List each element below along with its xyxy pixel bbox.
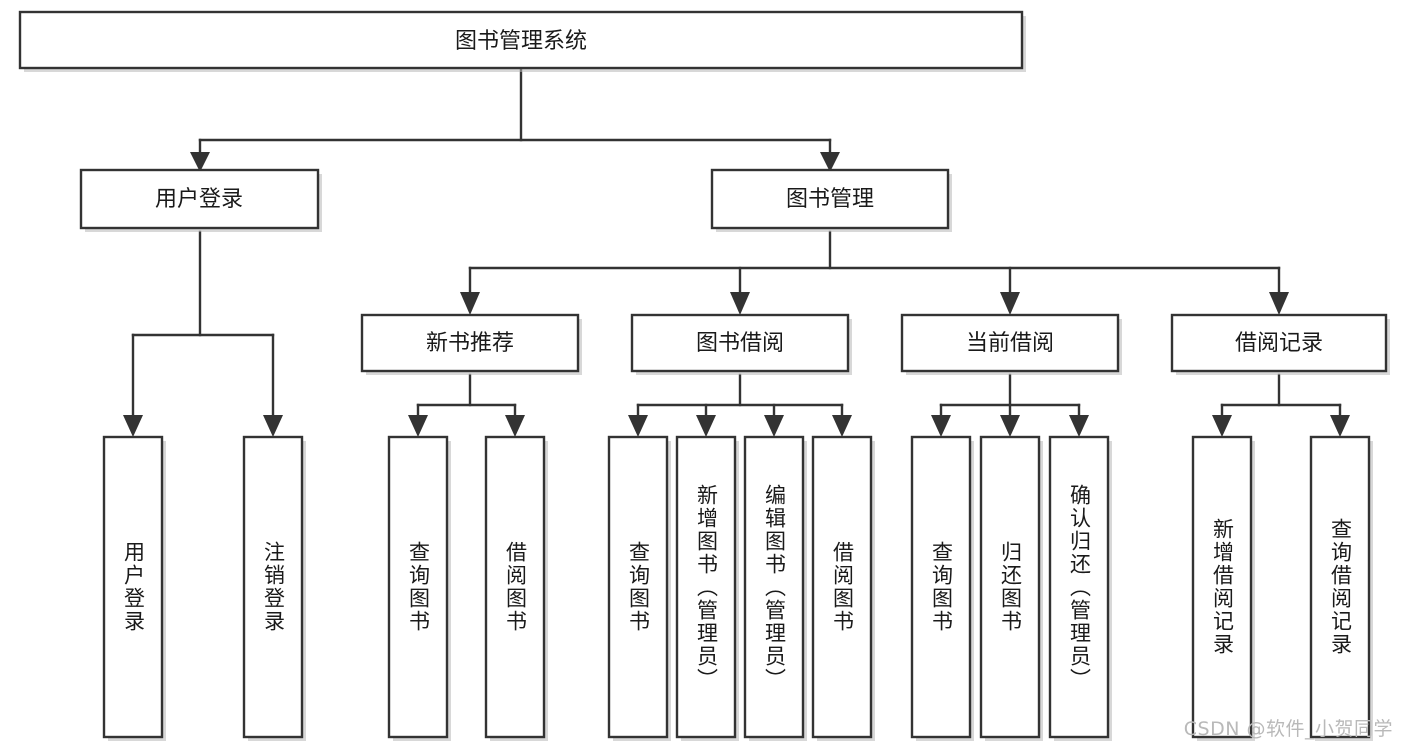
leaf-box-logout-login[interactable] xyxy=(242,435,304,739)
node-user-login-label: 用户登录 xyxy=(155,187,243,212)
connector-root-to-level2 xyxy=(190,66,840,172)
leaf-box-query-book-3[interactable] xyxy=(910,435,972,739)
node-borrow-record[interactable]: 借阅记录 xyxy=(1170,313,1390,375)
node-borrow-record-label: 借阅记录 xyxy=(1235,331,1323,356)
connector-bookborrow-to-leaves xyxy=(628,373,852,437)
connector-currentborrow-to-leaves xyxy=(931,373,1089,437)
node-book-borrow-label: 图书借阅 xyxy=(696,331,784,356)
leaf-box-return-book[interactable] xyxy=(979,435,1041,739)
leaf-box-add-record[interactable] xyxy=(1191,435,1253,739)
node-new-book-recommend[interactable]: 新书推荐 xyxy=(360,313,582,375)
connector-userlogin-to-leaves xyxy=(123,230,283,437)
leaf-box-edit-book[interactable] xyxy=(743,435,805,739)
node-book-manage-label: 图书管理 xyxy=(786,187,874,212)
leaf-boxes xyxy=(102,435,1373,741)
leaf-box-query-record[interactable] xyxy=(1309,435,1371,739)
connector-newbook-to-leaves xyxy=(408,373,525,437)
leaf-box-query-book-2[interactable] xyxy=(607,435,669,739)
node-new-book-recommend-label: 新书推荐 xyxy=(426,331,514,356)
leaf-box-confirm-return[interactable] xyxy=(1048,435,1110,739)
node-user-login[interactable]: 用户登录 xyxy=(79,168,322,232)
connector-borrowrecord-to-leaves xyxy=(1212,373,1350,437)
leaf-box-user-login[interactable] xyxy=(102,435,164,739)
leaf-box-add-book[interactable] xyxy=(675,435,737,739)
watermark-text: CSDN @软件_小贺同学 xyxy=(1183,718,1393,740)
node-current-borrow-label: 当前借阅 xyxy=(966,331,1054,356)
node-root-label: 图书管理系统 xyxy=(455,29,587,54)
node-book-borrow[interactable]: 图书借阅 xyxy=(630,313,852,375)
node-book-manage[interactable]: 图书管理 xyxy=(710,168,952,232)
leaf-box-borrow-book-1[interactable] xyxy=(484,435,546,739)
connector-bookmanage-to-level3 xyxy=(460,230,1289,315)
node-current-borrow[interactable]: 当前借阅 xyxy=(900,313,1122,375)
leaf-box-query-book-1[interactable] xyxy=(387,435,449,739)
leaf-box-borrow-book-2[interactable] xyxy=(811,435,873,739)
node-root[interactable]: 图书管理系统 xyxy=(18,10,1026,72)
